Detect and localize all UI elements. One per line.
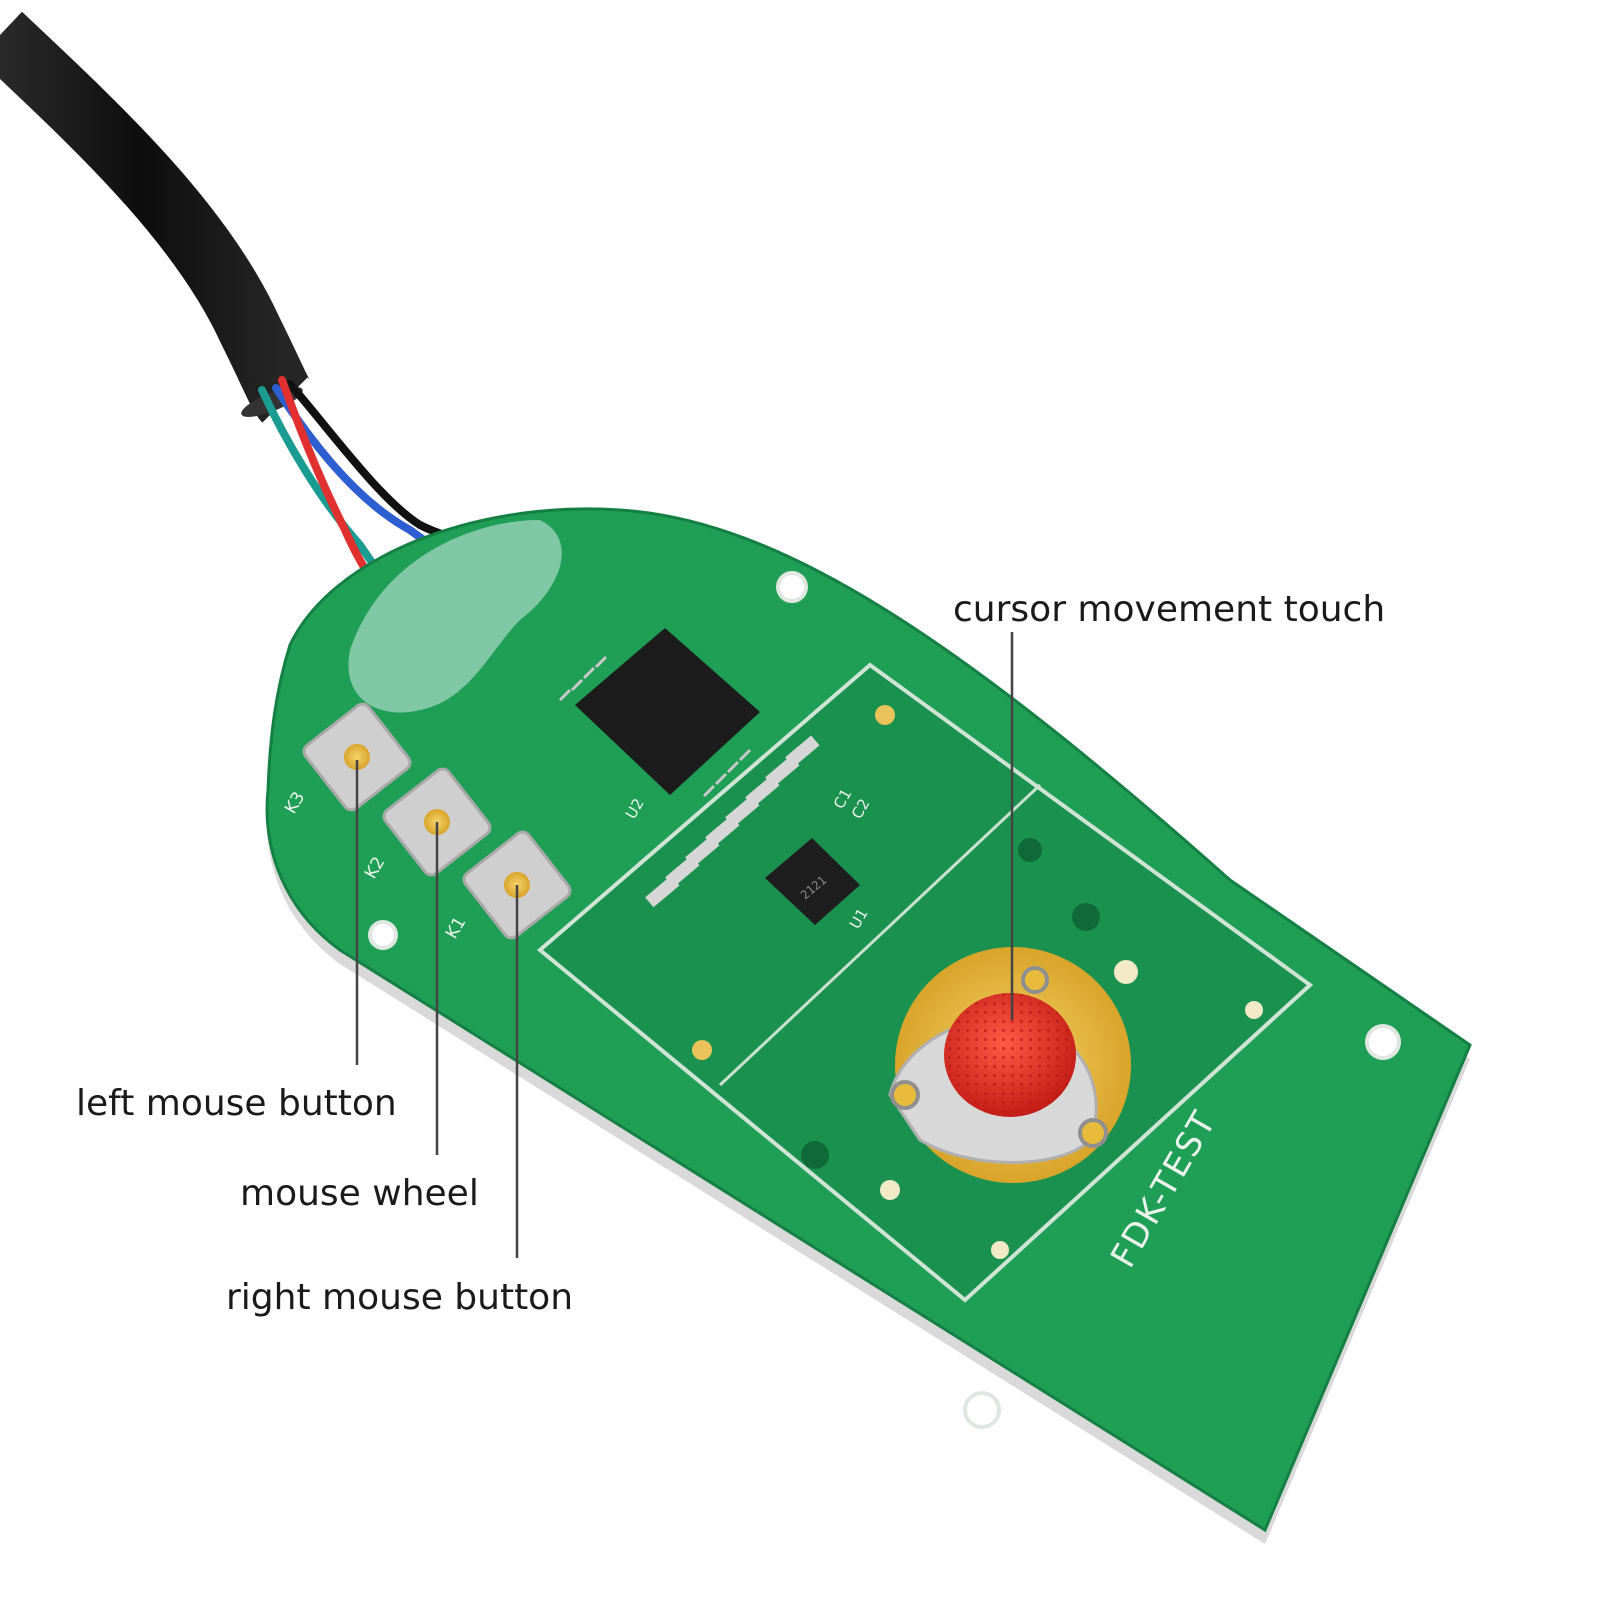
- callout-left-mouse-button: left mouse button: [76, 1083, 397, 1124]
- callout-cursor-movement-touch: cursor movement touch: [953, 589, 1386, 630]
- pcb-board: [265, 507, 1472, 1544]
- callout-leaders: [355, 632, 1014, 1258]
- callout-right-mouse-button: right mouse button: [226, 1277, 574, 1318]
- sensor-chip: [765, 838, 860, 925]
- usb-cable-icon: [0, 11, 311, 423]
- edge-connector-pads: [645, 735, 820, 908]
- ic-chip-icon: [558, 628, 760, 798]
- callout-mouse-wheel: mouse wheel: [240, 1173, 479, 1214]
- trackpoint-nub-icon: [888, 947, 1131, 1183]
